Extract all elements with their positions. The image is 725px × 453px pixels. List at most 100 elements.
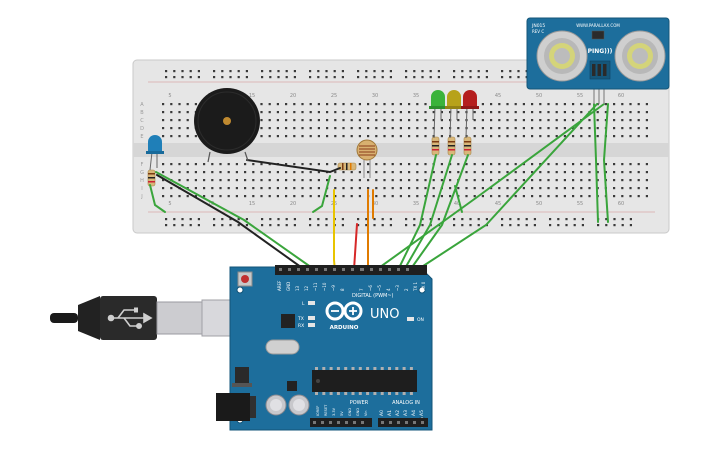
hole (555, 119, 558, 122)
hole (301, 103, 304, 106)
hole (322, 367, 326, 370)
hole (531, 111, 534, 114)
hole (563, 135, 566, 138)
hole (268, 127, 271, 130)
hole (391, 187, 394, 190)
resistor-blue-led (147, 169, 156, 187)
hole (350, 179, 353, 182)
hole (517, 70, 520, 73)
row-letter: E (140, 134, 143, 140)
hole (260, 119, 263, 122)
column-number: 35 (413, 93, 419, 99)
hole (629, 179, 632, 182)
hole (533, 224, 536, 227)
hole (621, 195, 624, 198)
hole (203, 187, 206, 190)
hole (309, 127, 312, 130)
digital-label: DIGITAL (PWM~) (352, 293, 394, 299)
resistor-yellow-led (447, 136, 456, 156)
hole (481, 127, 484, 130)
hole (293, 187, 296, 190)
hole (517, 224, 520, 227)
hole (334, 171, 337, 174)
hole (485, 70, 488, 73)
hole (549, 218, 552, 221)
hole (461, 224, 464, 227)
hole (297, 268, 300, 271)
hole (285, 76, 288, 79)
hole (244, 171, 247, 174)
hole (581, 218, 584, 221)
hole (573, 218, 576, 221)
hole (326, 119, 329, 122)
hole (301, 179, 304, 182)
hole (181, 70, 184, 73)
hole (399, 187, 402, 190)
hole (261, 224, 264, 227)
hole (490, 119, 493, 122)
led-blue (146, 135, 164, 171)
hole (351, 392, 355, 395)
hole (596, 111, 599, 114)
hole (453, 218, 456, 221)
hole (547, 119, 550, 122)
hole (388, 367, 391, 370)
wire-black (246, 159, 341, 174)
hole (358, 135, 361, 138)
row-letter: F (141, 162, 144, 168)
hole (416, 163, 419, 166)
usb-chip (281, 314, 295, 328)
hole (237, 70, 240, 73)
hole (481, 195, 484, 198)
hole (366, 392, 370, 395)
hole (506, 171, 509, 174)
hole (381, 70, 384, 73)
hole (162, 171, 165, 174)
hole (637, 119, 640, 122)
hole (621, 163, 624, 166)
pin-label: GND (356, 408, 360, 416)
hole (399, 111, 402, 114)
hole (424, 127, 427, 130)
hole (178, 111, 181, 114)
pin-label: 12 (304, 285, 309, 291)
hole (413, 70, 416, 73)
hole (522, 127, 525, 130)
hole (211, 195, 214, 198)
hole (580, 171, 583, 174)
hole (391, 163, 394, 166)
hole (421, 218, 424, 221)
hole (539, 163, 542, 166)
hole (170, 119, 173, 122)
hole (509, 218, 512, 221)
hole (285, 103, 288, 106)
hole (333, 268, 336, 271)
hole (596, 119, 599, 122)
hole (563, 127, 566, 130)
hole (269, 70, 272, 73)
hole (514, 163, 517, 166)
hole (517, 76, 520, 79)
hole (501, 70, 504, 73)
hole (572, 127, 575, 130)
hole (277, 218, 280, 221)
hole (413, 76, 416, 79)
hole (219, 187, 222, 190)
hole (178, 135, 181, 138)
hole (326, 163, 329, 166)
hole (408, 111, 411, 114)
hole (596, 179, 599, 182)
hole (563, 119, 566, 122)
hole (350, 187, 353, 190)
hole (358, 111, 361, 114)
reset-button-cap[interactable] (241, 275, 249, 283)
hole (245, 70, 248, 73)
hole (357, 224, 360, 227)
hole (321, 421, 324, 424)
wire-green (602, 103, 609, 223)
hole (178, 171, 181, 174)
hole (361, 421, 364, 424)
hole (178, 103, 181, 106)
hole (399, 195, 402, 198)
column-number: 35 (413, 201, 419, 207)
